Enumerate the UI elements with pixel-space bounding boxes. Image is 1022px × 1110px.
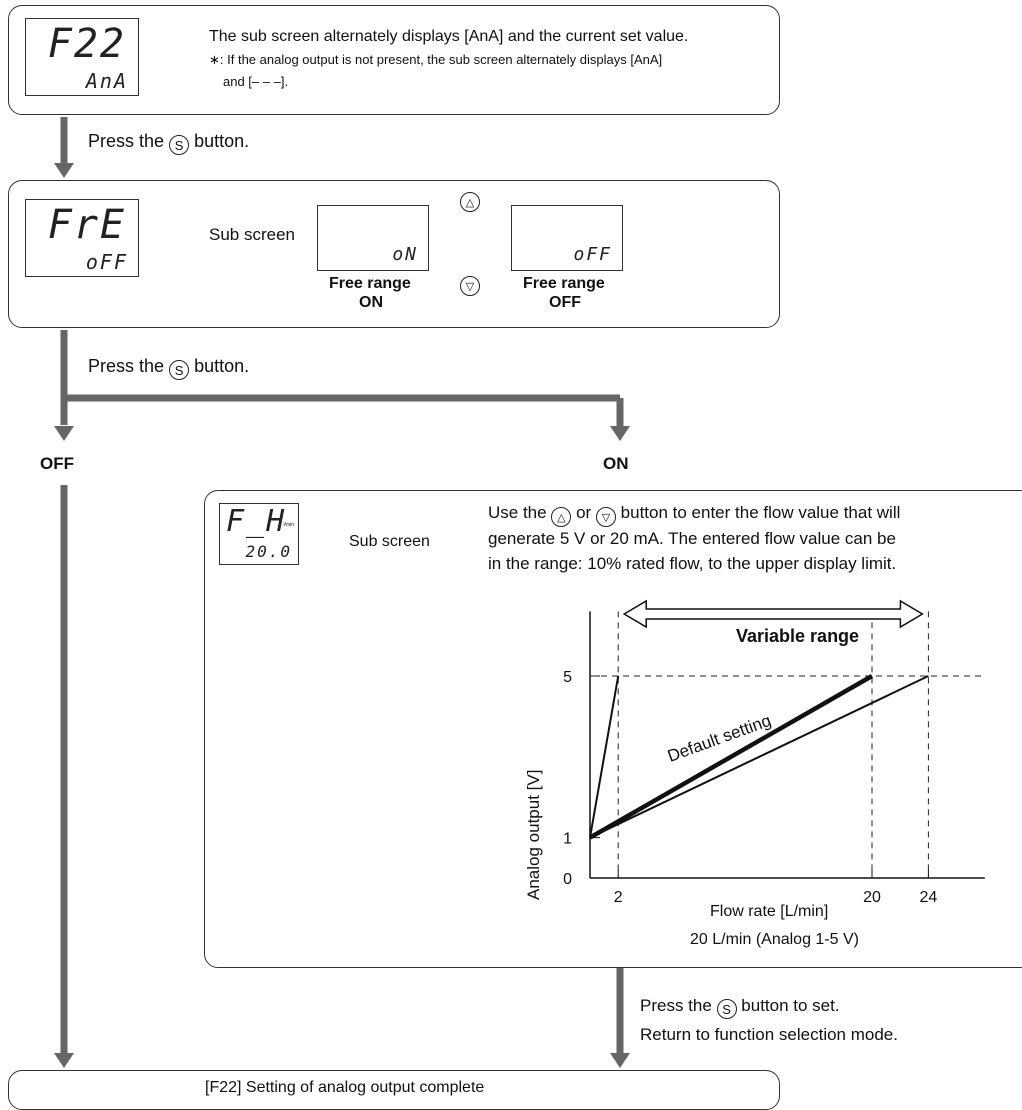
lcd-sub-text: oFF [85, 250, 128, 274]
branch-off-label: OFF [40, 454, 74, 473]
lcd-off-text: oFF [573, 244, 612, 265]
x-tick-label: 2 [614, 889, 623, 906]
y-tick-label: 1 [563, 831, 572, 848]
step1-note-2: and [– – –]. [223, 74, 289, 89]
lcd-unit-text: l/min [283, 522, 294, 528]
analog-output-chart: 0 1 5 2 20 24 [563, 599, 985, 906]
press-s-instruction-2: Press the S button. [88, 356, 250, 380]
y-axis-label: Analog output [V] [524, 769, 543, 900]
step1-note-1: ∗: If the analog output is not present, … [209, 52, 663, 67]
lcd-main-text: F22 [47, 21, 126, 67]
lcd-sub-text: AnA [85, 69, 128, 93]
step3-desc-line-2: generate 5 V or 20 mA. The entered flow … [488, 529, 896, 548]
x-tick-label: 24 [920, 889, 938, 906]
variable-range-arrow [622, 599, 924, 629]
series-line [589, 675, 620, 838]
return-instruction: Return to function selection mode. [640, 1025, 898, 1044]
step3-panel: F_H l/min 20.0 Sub screen Use the △ or ▽… [204, 490, 1022, 968]
lcd-sub-text: 20.0 [245, 542, 292, 561]
down-button-icon: ▽ [460, 276, 480, 296]
lcd-fre: FrE oFF [25, 199, 139, 277]
free-range-on-caption-2: ON [359, 294, 383, 311]
press-s-instruction-1: Press the S button. [88, 131, 250, 155]
variable-range-label: Variable range [736, 626, 860, 646]
free-range-on-caption-1: Free range [329, 275, 411, 292]
up-button-icon: △ [551, 507, 572, 527]
down-arrow-off [54, 426, 74, 441]
step1-panel: F22 AnA The sub screen alternately displ… [8, 5, 780, 115]
s-button-icon: S [169, 360, 190, 380]
step1-desc: The sub screen alternately displays [AnA… [209, 28, 689, 45]
x-axis-label: Flow rate [L/min] [710, 903, 829, 920]
down-button-icon: ▽ [595, 507, 616, 527]
series-line [589, 675, 929, 839]
s-button-icon: S [716, 999, 737, 1019]
free-range-off-caption-2: OFF [549, 294, 581, 311]
down-arrow-1 [54, 163, 74, 178]
sub-screen-label: Sub screen [209, 225, 295, 244]
lcd-on-text: oN [392, 244, 418, 265]
lcd-on: oN [317, 205, 429, 271]
y-tick-label: 0 [563, 871, 572, 888]
step3-desc-line-1: Use the △ or ▽ button to enter the flow … [488, 503, 900, 527]
y-tick-label: 5 [563, 669, 572, 686]
final-label: [F22] Setting of analog output complete [205, 1079, 485, 1096]
branch-on-label: ON [603, 454, 629, 473]
series-line [588, 674, 874, 840]
lcd-f-h: F_H l/min 20.0 [219, 503, 299, 565]
s-button-icon: S [169, 135, 190, 155]
down-arrow-off-final [54, 1053, 74, 1068]
sub-screen-label: Sub screen [349, 533, 430, 550]
chart-caption: 20 L/min (Analog 1-5 V) [690, 931, 859, 948]
x-tick-label: 20 [863, 889, 881, 906]
lcd-main-text: FrE [47, 202, 126, 248]
lcd-off: oFF [511, 205, 623, 271]
final-panel: [F22] Setting of analog output complete [8, 1070, 780, 1110]
down-arrow-on [610, 426, 630, 441]
step2-panel: FrE oFF Sub screen oN Free range ON △ ▽ … [8, 180, 780, 328]
free-range-off-caption-1: Free range [523, 275, 605, 292]
press-s-instruction-3: Press the S button to set. [640, 996, 840, 1019]
down-arrow-set [610, 1053, 630, 1068]
lcd-f22: F22 AnA [25, 18, 139, 96]
step3-desc-line-3: in the range: 10% rated flow, to the upp… [488, 554, 897, 573]
up-button-icon: △ [460, 192, 480, 212]
lcd-main-text: F_H [226, 504, 287, 539]
